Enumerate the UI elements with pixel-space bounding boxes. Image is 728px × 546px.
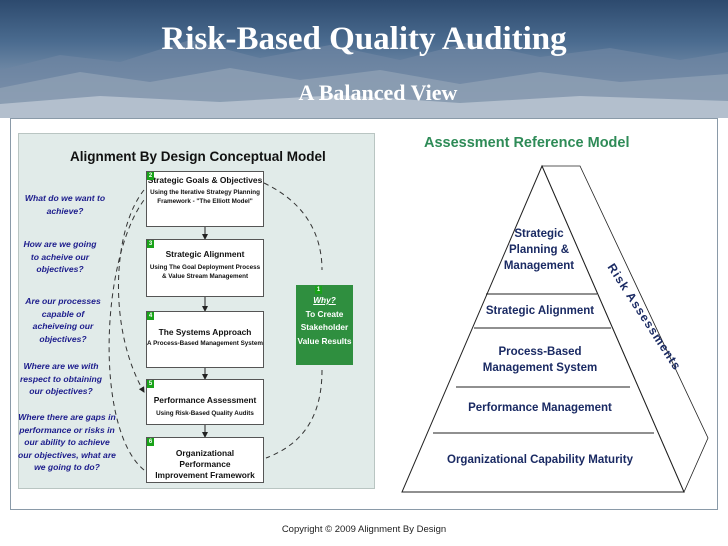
conceptual-model-title: Alignment By Design Conceptual Model	[70, 149, 326, 164]
step-number-4: 4	[147, 312, 154, 320]
box-strategic-goals-subtitle: Using the Iterative Strategy Planning Fr…	[150, 189, 260, 205]
step-number-1: 1	[315, 286, 322, 294]
step-number-5: 5	[147, 380, 154, 388]
level-performance-management: Performance Management	[468, 402, 612, 414]
slide-frame	[10, 118, 718, 510]
box-strategic-alignment-title: Strategic Alignment	[165, 249, 245, 259]
box-strategic-alignment-subtitle: Using The Goal Deployment Process & Valu…	[149, 264, 261, 280]
box-systems-approach: The Systems Approach A Process-Based Man…	[146, 311, 264, 368]
level-strategic-alignment: Strategic Alignment	[485, 305, 595, 317]
box-performance-assessment-subtitle: Using Risk-Based Quality Audits	[156, 410, 254, 417]
box-performance-improvement-title: Organizational Performance Improvement F…	[155, 448, 255, 480]
box-performance-assessment: Performance Assessment Using Risk-Based …	[146, 379, 264, 425]
question-achieve: What do we want to achieve?	[24, 193, 106, 216]
box-performance-improvement: Organizational Performance Improvement F…	[146, 437, 264, 483]
box-strategic-goals-title: Strategic Goals & Objectives	[147, 175, 263, 185]
why-box: Why? To Create Stakeholder Value Results	[296, 285, 353, 365]
question-how: How are we going to acheive our objectiv…	[23, 239, 97, 275]
header-banner	[0, 0, 728, 118]
level-process-based: Process-Based Management System	[482, 346, 598, 374]
page-subtitle: A Balanced View	[298, 80, 458, 105]
step-number-3: 3	[147, 240, 154, 248]
box-strategic-goals: Strategic Goals & Objectives Using the I…	[146, 171, 264, 227]
why-label: Why?	[313, 295, 336, 305]
level-capability-maturity: Organizational Capability Maturity	[447, 454, 633, 466]
mountain-background	[0, 40, 728, 118]
reference-model-title: Assessment Reference Model	[424, 135, 630, 151]
step-number-2: 2	[147, 172, 154, 180]
box-strategic-alignment: Strategic Alignment Using The Goal Deplo…	[146, 239, 264, 297]
question-gaps: Where there are gaps in performance or r…	[18, 412, 116, 473]
box-systems-approach-subtitle: A Process-Based Management System	[147, 340, 263, 347]
copyright-footer: Copyright © 2009 Alignment By Design	[281, 524, 447, 535]
page-title: Risk-Based Quality Auditing	[161, 21, 567, 57]
box-systems-approach-title: The Systems Approach	[158, 327, 252, 337]
level-strategic-planning: Strategic Planning & Management	[503, 228, 575, 272]
why-text: To Create Stakeholder Value Results	[297, 308, 352, 346]
question-processes: Are our processes capable of acheiveing …	[25, 296, 101, 344]
step-number-6: 6	[147, 438, 154, 446]
box-performance-assessment-title: Performance Assessment	[153, 395, 257, 405]
question-where: Where are we with respect to obtaining o…	[19, 361, 103, 397]
